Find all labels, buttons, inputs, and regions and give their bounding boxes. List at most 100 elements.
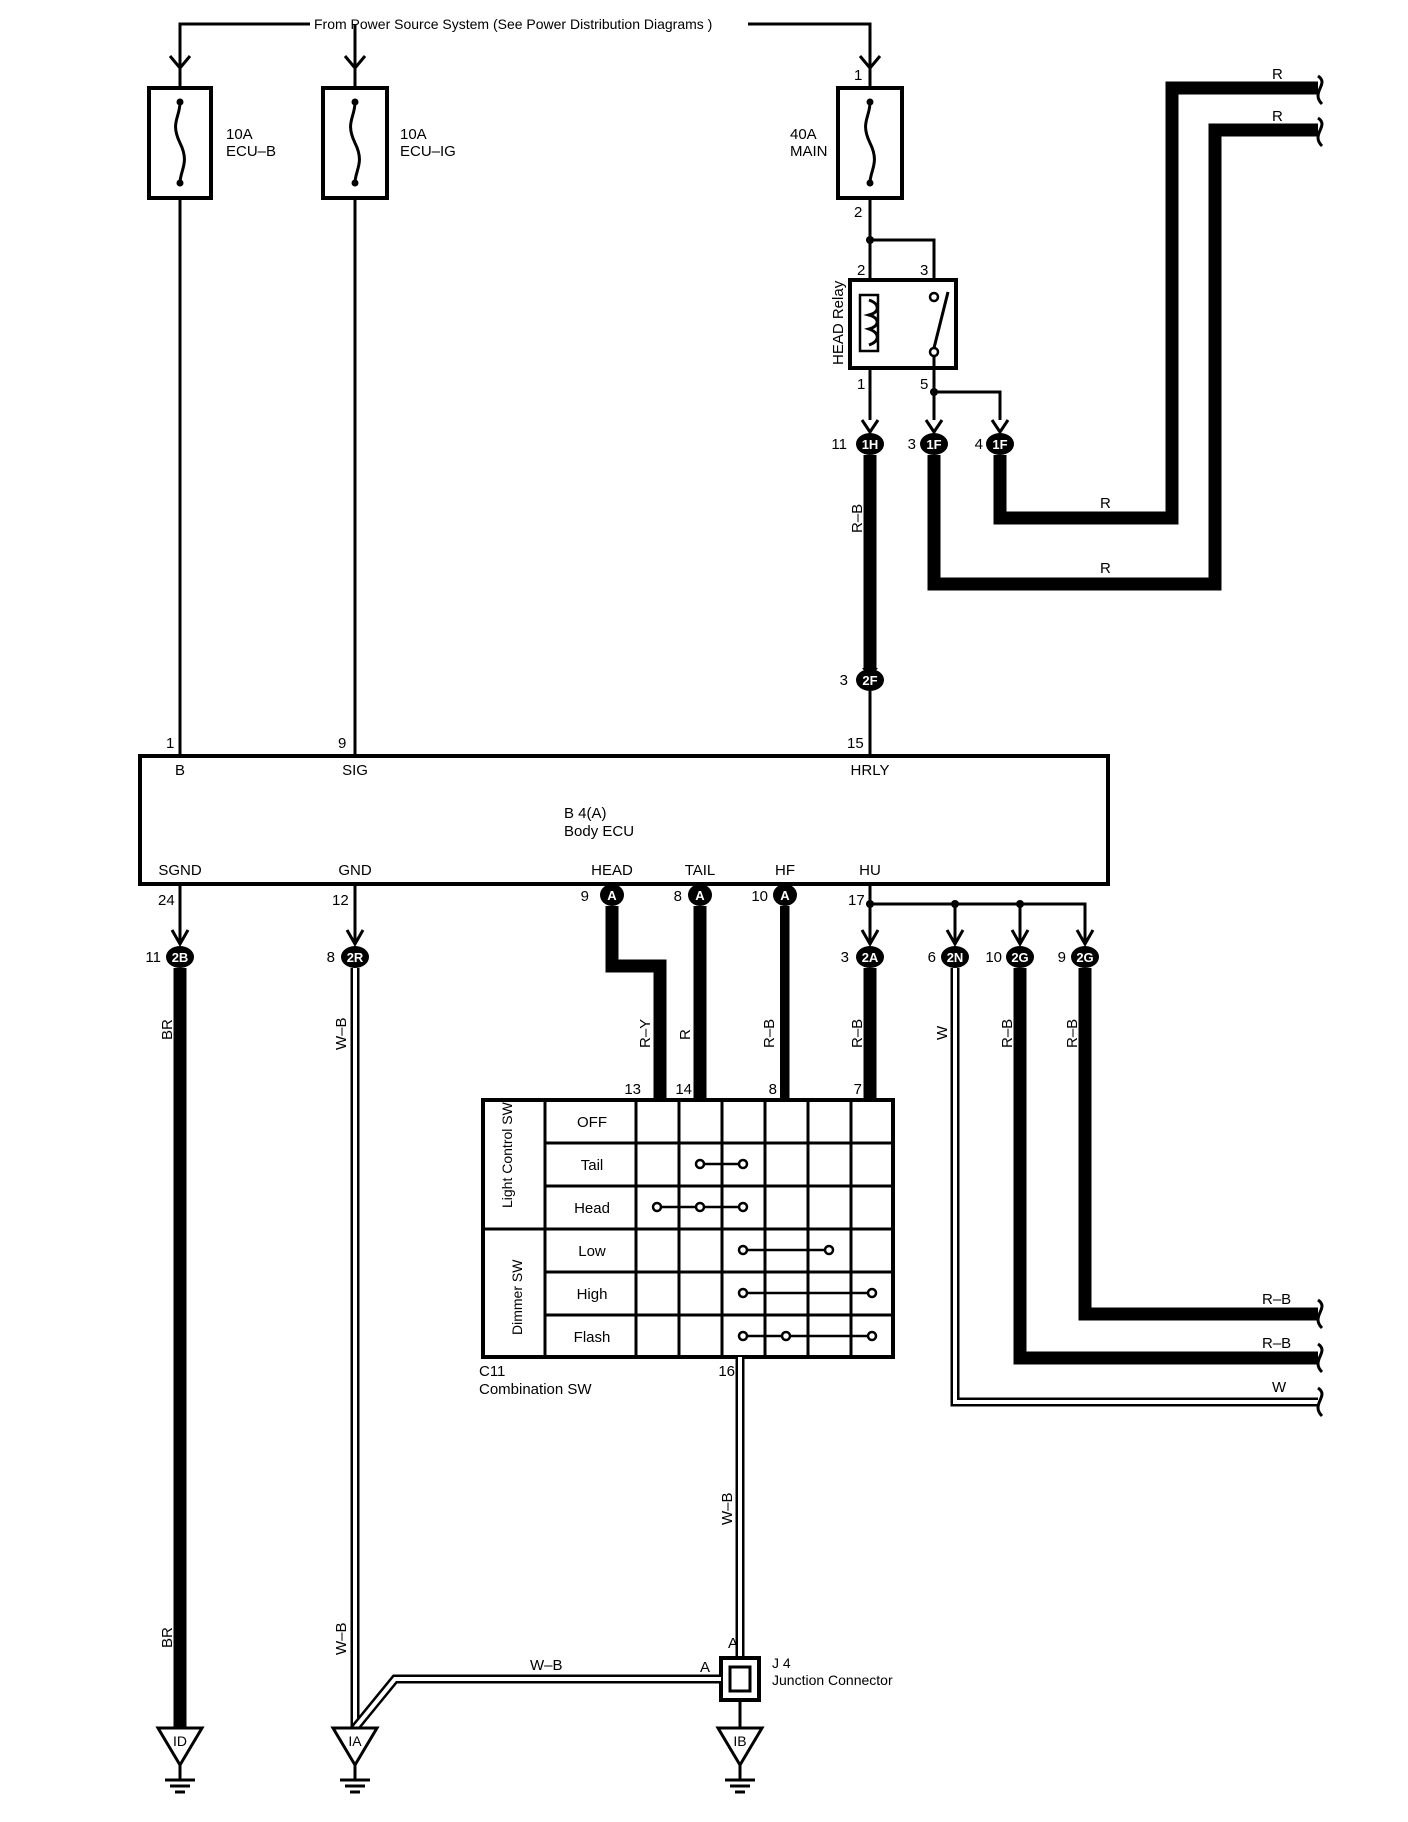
svg-text:ECU–B: ECU–B — [226, 143, 276, 160]
svg-text:W–B: W–B — [530, 1657, 563, 1674]
svg-text:A: A — [700, 1659, 710, 1676]
svg-text:1: 1 — [166, 735, 174, 752]
connector-1f-3: 1F 3 — [908, 433, 948, 455]
relay-label: HEAD Relay — [830, 280, 847, 365]
ground-ia: IA — [330, 1726, 380, 1794]
svg-text:HF: HF — [775, 862, 795, 879]
svg-text:40A: 40A — [790, 126, 817, 143]
svg-text:R: R — [1272, 108, 1283, 125]
connector-2r: 2R 8 — [327, 946, 369, 968]
svg-text:HU: HU — [859, 862, 881, 879]
svg-text:MAIN: MAIN — [790, 143, 828, 160]
svg-text:Head: Head — [574, 1200, 610, 1217]
svg-text:R–B: R–B — [1262, 1291, 1291, 1308]
svg-text:1H: 1H — [862, 437, 879, 452]
svg-text:1: 1 — [857, 376, 865, 393]
svg-text:3: 3 — [920, 262, 928, 279]
svg-text:15: 15 — [847, 735, 864, 752]
connector-1h: 1H 11 — [831, 433, 884, 455]
wire-break-icon — [1316, 1386, 1324, 1418]
svg-text:TAIL: TAIL — [685, 862, 716, 879]
svg-text:BR: BR — [159, 1627, 176, 1648]
connector-2g-9: 2G 9 — [1058, 946, 1099, 968]
svg-text:16: 16 — [718, 1363, 735, 1380]
fuse-ecu-b: 10A ECU–B — [147, 68, 276, 200]
svg-text:High: High — [577, 1286, 608, 1303]
svg-text:17: 17 — [848, 892, 865, 909]
wire-r-2 — [927, 123, 1318, 591]
svg-text:R–B: R–B — [761, 1019, 778, 1048]
svg-text:2F: 2F — [862, 673, 877, 688]
svg-text:GND: GND — [338, 862, 372, 879]
ground-ib: IB — [715, 1726, 765, 1794]
combination-switch: 13 14 8 7 Light Control SW Dimmer SW OFF… — [479, 1081, 895, 1398]
svg-text:3: 3 — [908, 436, 916, 453]
svg-text:5: 5 — [920, 376, 928, 393]
svg-text:A: A — [728, 1635, 738, 1652]
svg-text:14: 14 — [675, 1081, 692, 1098]
svg-text:R: R — [1100, 560, 1111, 577]
power-source-header: From Power Source System (See Power Dist… — [168, 16, 882, 71]
svg-text:2G: 2G — [1076, 950, 1093, 965]
svg-text:Junction Connector: Junction Connector — [772, 1672, 893, 1688]
svg-text:Low: Low — [578, 1243, 606, 1260]
svg-text:IB: IB — [733, 1733, 746, 1749]
relay-switch-icon — [932, 291, 950, 349]
fuse-icon — [349, 101, 361, 184]
svg-text:IA: IA — [348, 1733, 362, 1749]
svg-text:9: 9 — [338, 735, 346, 752]
svg-text:11: 11 — [145, 949, 161, 966]
svg-text:HEAD: HEAD — [591, 862, 633, 879]
svg-text:W–B: W–B — [719, 1492, 736, 1525]
fuse-icon — [174, 101, 186, 184]
svg-text:2G: 2G — [1011, 950, 1028, 965]
relay-coil-icon — [863, 298, 879, 347]
connector-a-hf: A — [773, 884, 797, 906]
junction-connector-j4: A A J 4 Junction Connector — [700, 1635, 893, 1702]
svg-text:W: W — [1272, 1379, 1287, 1396]
body-ecu: 1 B 9 SIG 15 HRLY B 4(A) Body ECU SGND G… — [138, 735, 1110, 886]
svg-text:R–B: R–B — [849, 1019, 866, 1048]
svg-text:BR: BR — [159, 1019, 176, 1040]
svg-text:W–B: W–B — [333, 1017, 350, 1050]
svg-text:SGND: SGND — [158, 862, 202, 879]
svg-text:9: 9 — [1058, 949, 1066, 966]
svg-text:3: 3 — [840, 672, 848, 689]
svg-text:HRLY: HRLY — [851, 762, 890, 779]
svg-text:4: 4 — [975, 436, 983, 453]
svg-text:Flash: Flash — [574, 1329, 611, 1346]
wire-break-icon — [1316, 1342, 1324, 1374]
svg-text:A: A — [607, 888, 617, 903]
wire-r-b-2g10 — [1013, 968, 1318, 1365]
svg-text:3: 3 — [841, 949, 849, 966]
svg-text:SIG: SIG — [342, 762, 368, 779]
svg-text:10A: 10A — [226, 126, 253, 143]
connector-a-head: A — [600, 884, 624, 906]
svg-text:10: 10 — [751, 888, 768, 905]
svg-text:B 4(A): B 4(A) — [564, 805, 607, 822]
wire-break-icon — [1316, 74, 1324, 106]
fuse-icon — [864, 101, 876, 184]
svg-text:R–B: R–B — [1262, 1335, 1291, 1352]
power-source-label: From Power Source System (See Power Dist… — [314, 16, 712, 32]
svg-text:2A: 2A — [862, 950, 879, 965]
svg-text:2: 2 — [857, 262, 865, 279]
svg-text:Body ECU: Body ECU — [564, 823, 634, 840]
svg-text:R: R — [1272, 66, 1283, 83]
connector-1f-4: 1F 4 — [975, 433, 1014, 455]
svg-text:12: 12 — [332, 892, 349, 909]
wire-r-b-2g9 — [1078, 968, 1318, 1321]
svg-text:C11: C11 — [479, 1363, 505, 1380]
svg-text:8: 8 — [327, 949, 335, 966]
connector-a-tail: A — [688, 884, 712, 906]
connector-2n: 2N 6 — [928, 946, 969, 968]
svg-text:Dimmer SW: Dimmer SW — [509, 1259, 525, 1335]
svg-text:11: 11 — [831, 436, 847, 453]
connector-2g-10: 2G 10 — [985, 946, 1034, 968]
svg-text:1: 1 — [854, 67, 862, 84]
svg-text:A: A — [695, 888, 705, 903]
fuse-main: 40A MAIN 1 2 — [790, 67, 904, 221]
svg-text:1F: 1F — [926, 437, 941, 452]
svg-text:ECU–IG: ECU–IG — [400, 143, 456, 160]
